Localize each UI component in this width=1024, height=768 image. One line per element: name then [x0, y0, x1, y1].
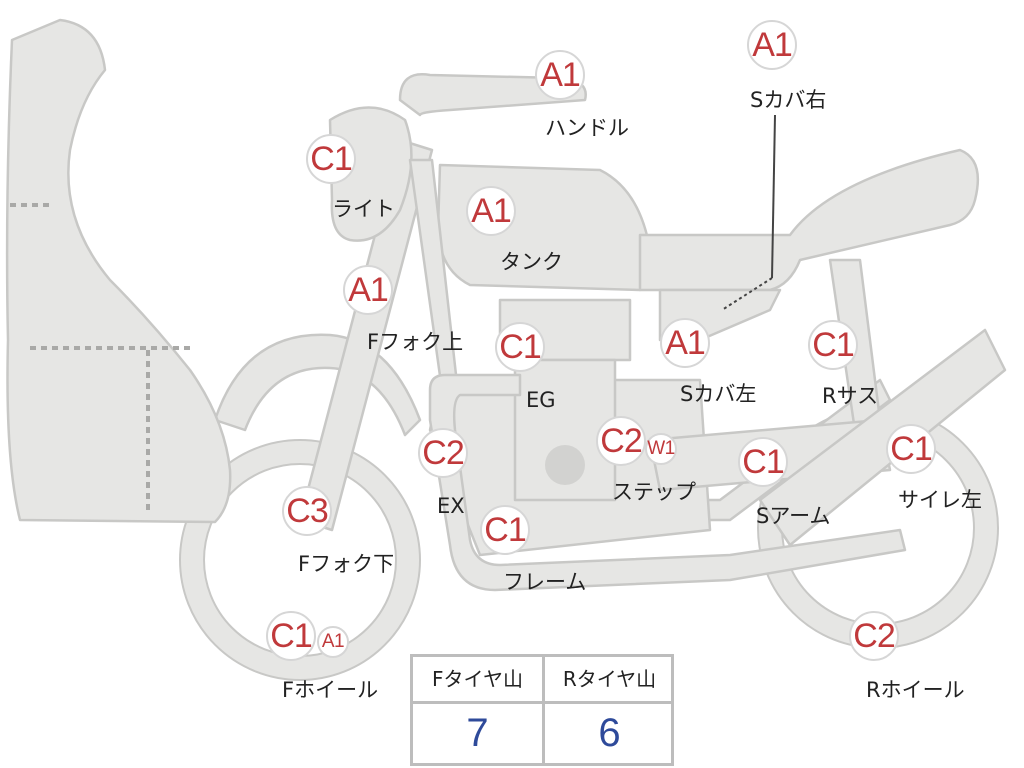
tank-grade-badge: A1 — [466, 186, 516, 236]
frame-grade-badge: C1 — [480, 505, 530, 555]
engine-grade-badge: C1 — [495, 322, 545, 372]
side-cover-left-label: Sカバ左 — [680, 382, 756, 406]
side-cover-right-label: Sカバ右 — [750, 88, 826, 112]
fork-upper-label: Fフォク上 — [367, 330, 463, 354]
rear-tire-header: Rタイヤ山 — [545, 657, 674, 704]
muffler-left-grade-badge: C1 — [886, 424, 936, 474]
step-label: ステップ — [612, 480, 696, 504]
rear-tire-value: 6 — [545, 704, 674, 763]
seat-shape — [640, 150, 978, 290]
handle-grade-badge: A1 — [535, 50, 585, 100]
frame-label: フレーム — [503, 570, 586, 594]
light-grade-badge: C1 — [306, 134, 356, 184]
side-cover-right-grade-badge: A1 — [747, 20, 797, 70]
swing-arm-grade-badge: C1 — [738, 437, 788, 487]
swing-arm-label: Sアーム — [756, 504, 830, 528]
fork-lower-grade-badge: C3 — [282, 486, 332, 536]
rear-suspension-grade-badge: C1 — [808, 320, 858, 370]
front-tire-column: Fタイヤ山 7 — [413, 657, 545, 763]
light-label: ライト — [332, 197, 395, 221]
front-wheel-label: Fホイール — [282, 678, 378, 702]
fairing-shape — [7, 20, 230, 522]
engine-label: EG — [526, 388, 556, 412]
front-wheel-extra-grade-badge: A1 — [317, 626, 349, 658]
tank-label: タンク — [500, 250, 563, 274]
fork-lower-label: Fフォク下 — [298, 552, 394, 576]
rear-wheel-label: Rホイール — [866, 678, 965, 702]
rear-tire-column: Rタイヤ山 6 — [545, 657, 674, 763]
side-cover-left-grade-badge: A1 — [660, 318, 710, 368]
front-wheel-grade-badge: C1 — [266, 611, 316, 661]
front-tire-header: Fタイヤ山 — [413, 657, 542, 704]
step-extra-grade-badge: W1 — [645, 433, 677, 465]
handle-label: ハンドル — [545, 116, 629, 140]
rear-suspension-label: Rサス — [822, 384, 878, 408]
exhaust-label: EX — [437, 494, 465, 518]
step-grade-badge: C2 — [596, 416, 646, 466]
exhaust-grade-badge: C2 — [418, 428, 468, 478]
muffler-left-label: サイレ左 — [898, 488, 982, 512]
rear-wheel-grade-badge: C2 — [849, 611, 899, 661]
tire-tread-table: Fタイヤ山 7 Rタイヤ山 6 — [410, 654, 674, 766]
fork-upper-grade-badge: A1 — [343, 265, 393, 315]
front-tire-value: 7 — [413, 704, 542, 763]
